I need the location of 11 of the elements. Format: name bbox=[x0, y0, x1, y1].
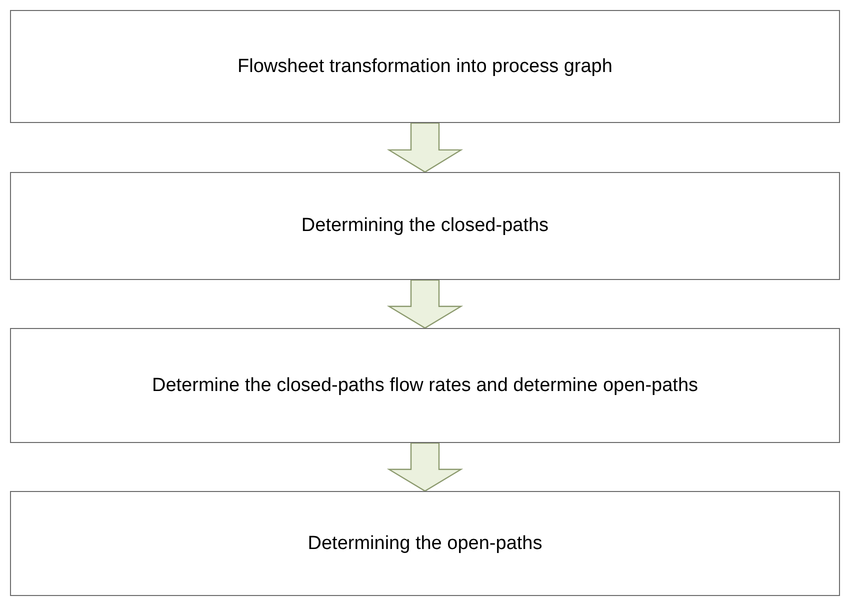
step-text: Flowsheet transformation into process graph bbox=[238, 56, 612, 78]
process-box bbox=[10, 328, 840, 443]
step-text: Determining the closed-paths bbox=[301, 215, 549, 237]
process-box bbox=[10, 172, 840, 280]
process-box bbox=[10, 491, 840, 596]
step-text: Determine the closed-paths flow rates and determine open-paths bbox=[152, 374, 698, 396]
block-arrow bbox=[386, 122, 464, 173]
step-text: Determining the open-paths bbox=[308, 532, 542, 554]
process-box bbox=[10, 10, 840, 123]
block-arrow bbox=[386, 442, 464, 492]
block-arrow bbox=[386, 279, 464, 329]
